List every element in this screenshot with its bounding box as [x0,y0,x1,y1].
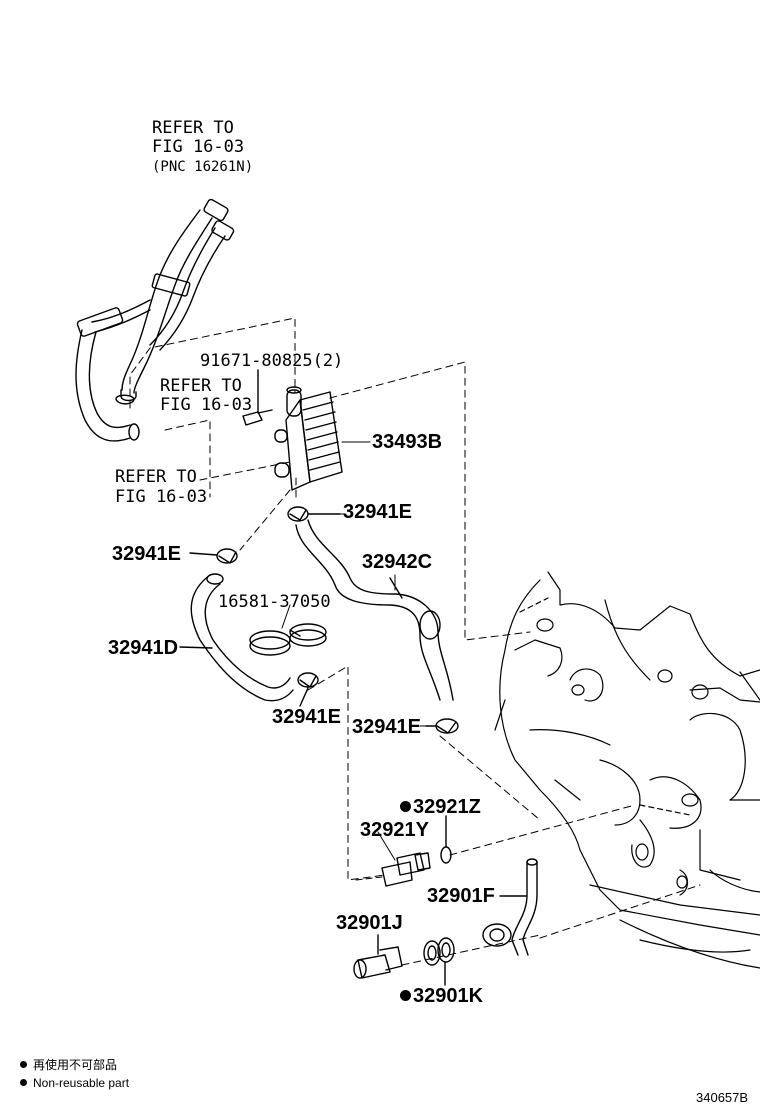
refer-mid-line1: REFER TO [160,376,242,396]
part-number-ring-z-text: 32921Z [413,796,481,818]
part-number-bolt: 91671-80825(2) [200,351,344,371]
leader-lines [281,441,429,861]
part-number-gasket-k-text: 32901K [413,985,484,1007]
non-reusable-dot-icon [400,990,411,1001]
part-number-bolt-j: 32901J [336,912,403,934]
clamp-32941e-left [189,548,238,564]
figure-id: 340657B [696,1090,749,1105]
clamp-32941e-upper [287,506,341,522]
part-number-clamp-kit: 16581-37050 [218,592,331,612]
part-number-clamp-c: 32941E [272,706,341,728]
part-number-gasket-k: 32901K [400,985,483,1007]
part-number-clamp-d: 32941E [352,716,421,738]
refer-low-line2: FIG 16-03 [115,487,208,507]
part-number-union-y: 32921Y [360,819,429,841]
part-number-hose-d: 32941D [108,637,179,659]
refer-top-line1: REFER TO [152,118,234,138]
hose-32941d [179,573,294,702]
part-number-cooler: 33493B [372,431,443,453]
gasket-32901k [423,937,455,986]
part-number-clamp-b: 32941E [112,543,181,565]
part-number-hose-c: 32942C [362,551,433,573]
refer-low-line1: REFER TO [115,467,197,487]
o-ring-32921z [440,815,452,864]
clamp-32941e-lower-left [297,672,319,707]
refer-top-line2: FIG 16-03 [152,137,245,157]
union-bolt-32921y [355,852,431,887]
hose-32942c [295,519,454,701]
legend-chinese: 再使用不可部品 [20,1058,117,1072]
part-number-clamp-a: 32941E [343,501,412,523]
part-number-ring-z: 32921Z [400,796,481,818]
legend-english: Non-reusable part [20,1076,129,1090]
legend-dot-icon [20,1061,27,1068]
refer-mid-line2: FIG 16-03 [160,395,253,415]
legend-chinese-text: 再使用不可部品 [33,1058,118,1072]
dashed-reference-lines [129,317,701,966]
non-reusable-dot-icon [400,801,411,812]
transmission-case [494,571,760,969]
refer-top-line3: (PNC 16261N) [152,159,254,175]
upper-hose-assembly [75,198,235,442]
legend-dot-icon [20,1079,27,1086]
clamp-kit-16581 [249,623,327,656]
legend-english-text: Non-reusable part [33,1076,130,1090]
part-number-pipe-f: 32901F [427,885,495,907]
pipe-32901f [482,858,538,956]
clamp-32941e-lower-right [425,718,459,734]
bolt-32901j [353,934,403,979]
